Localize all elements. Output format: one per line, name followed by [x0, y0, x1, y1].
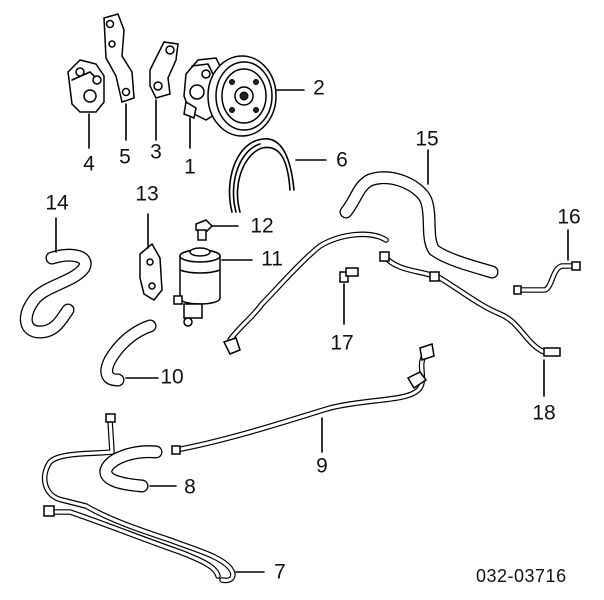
callout-9: 9	[316, 454, 328, 478]
callout-15: 15	[415, 127, 439, 151]
part-10-hose	[100, 319, 159, 387]
part-5-bracket-plate	[103, 13, 135, 141]
part-11-reservoir	[173, 247, 253, 327]
callout-5: 5	[119, 145, 131, 169]
callout-11: 11	[261, 247, 283, 271]
part-7-cooler-line	[41, 413, 265, 584]
part-3-bracket	[149, 41, 179, 141]
callout-3: 3	[150, 140, 162, 164]
part-15-hose	[339, 149, 499, 279]
part-14-hose	[19, 217, 92, 339]
callout-16: 16	[557, 205, 581, 229]
part-13-bracket	[139, 213, 163, 301]
callout-12: 12	[250, 214, 274, 238]
callout-17: 17	[330, 331, 354, 355]
part-17-switch	[339, 267, 359, 325]
part-16-tube	[513, 229, 581, 295]
part-2-pulley	[207, 55, 305, 137]
part-6-belt	[228, 138, 327, 213]
callout-6: 6	[336, 148, 348, 172]
callout-14: 14	[45, 191, 69, 215]
callout-10: 10	[160, 365, 184, 389]
part-12-bolt	[195, 219, 239, 241]
part-18-return-line	[379, 251, 561, 397]
callout-13: 13	[135, 182, 159, 206]
part-4-bracket	[67, 59, 105, 149]
callout-18: 18	[532, 401, 556, 425]
callout-8: 8	[184, 475, 196, 499]
callout-7: 7	[274, 560, 286, 584]
callout-2: 2	[313, 76, 325, 100]
part-8-hose	[99, 445, 177, 493]
callout-1: 1	[184, 155, 196, 179]
callout-4: 4	[83, 152, 95, 176]
part-9-pressure-line	[171, 231, 435, 455]
part-code: 032-03716	[476, 566, 567, 586]
